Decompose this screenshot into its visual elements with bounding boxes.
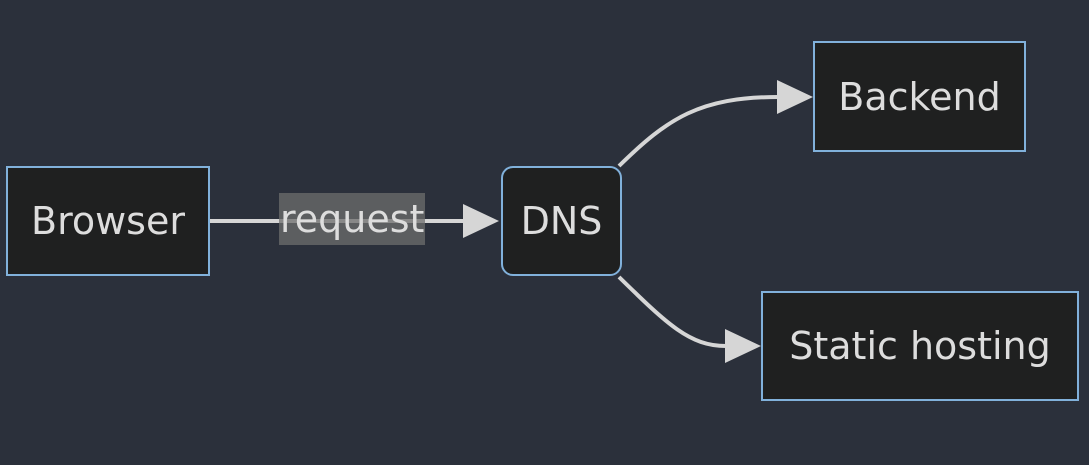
- node-browser[interactable]: Browser: [6, 166, 210, 276]
- arrowhead-dns: [463, 204, 499, 238]
- edge-label-request: request: [279, 193, 426, 245]
- edge-dns-backend: [617, 95, 779, 168]
- arrowhead-static: [725, 329, 761, 363]
- edge-dns-static: [617, 275, 727, 348]
- node-static-hosting-label: Static hosting: [789, 324, 1051, 368]
- node-browser-label: Browser: [31, 199, 185, 243]
- node-dns[interactable]: DNS: [501, 166, 622, 276]
- node-dns-label: DNS: [520, 199, 603, 243]
- arrowhead-backend: [777, 80, 813, 114]
- node-static-hosting[interactable]: Static hosting: [761, 291, 1079, 401]
- node-backend[interactable]: Backend: [813, 41, 1026, 152]
- node-backend-label: Backend: [838, 74, 1001, 119]
